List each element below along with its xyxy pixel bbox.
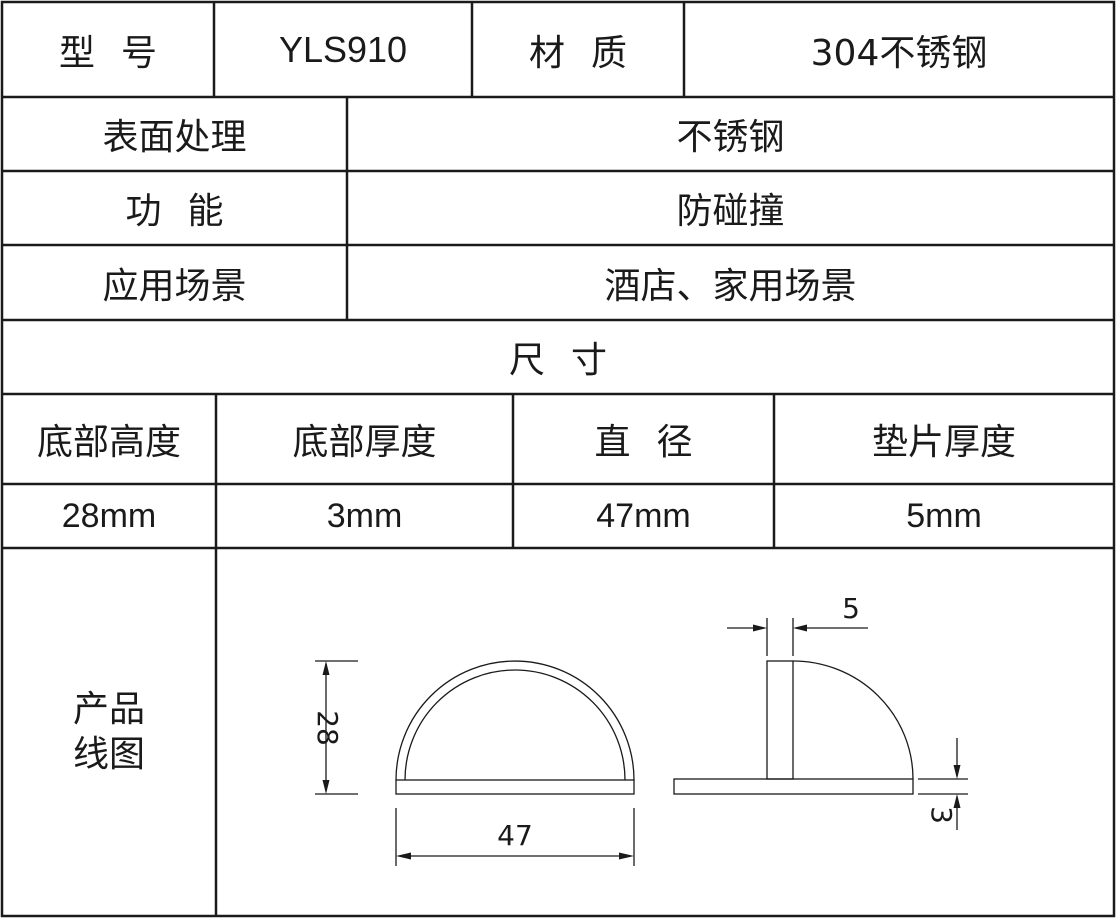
- surface-treatment-value: 不锈钢: [676, 117, 785, 158]
- drawing-label-line2: 线图: [72, 734, 145, 775]
- function-value: 防碰撞: [676, 191, 785, 232]
- diameter-dimension: [395, 808, 635, 866]
- function-label: 功能: [125, 191, 250, 232]
- size-value-pad-thickness: 5mm: [906, 496, 982, 535]
- height-dimension: [315, 660, 358, 795]
- size-col-diameter: 直径: [594, 422, 719, 463]
- size-value-diameter: 47mm: [596, 496, 691, 535]
- size-header: 尺寸: [508, 340, 633, 381]
- application-label: 应用场景: [102, 265, 247, 307]
- base-dimension-label: 3: [925, 806, 958, 824]
- diameter-dimension-label: 47: [497, 819, 533, 852]
- pad-dimension: [727, 618, 868, 656]
- size-value-base-thickness: 3mm: [326, 496, 403, 535]
- height-dimension-label: 28: [311, 710, 344, 746]
- material-label: 材质: [528, 32, 653, 74]
- application-value: 酒店、家用场景: [604, 265, 857, 307]
- material-value: 304不锈钢: [810, 32, 988, 74]
- product-line-drawing: 28 47 5 3: [311, 592, 968, 866]
- model-label: 型号: [58, 32, 183, 74]
- base-dimension: [918, 738, 968, 830]
- drawing-label-line1: 产品: [72, 689, 145, 730]
- size-value-base-height: 28mm: [61, 496, 157, 535]
- pad-dimension-label: 5: [842, 592, 860, 625]
- model-value: YLS910: [278, 28, 408, 70]
- surface-treatment-label: 表面处理: [102, 117, 247, 158]
- size-col-pad-thickness: 垫片厚度: [871, 422, 1016, 463]
- front-view-outline: [395, 660, 635, 795]
- side-view-outline: [673, 660, 914, 795]
- size-col-base-height: 底部高度: [36, 422, 181, 463]
- size-col-base-thickness: 底部厚度: [292, 422, 437, 463]
- drawing-label: 产品 线图: [2, 548, 216, 916]
